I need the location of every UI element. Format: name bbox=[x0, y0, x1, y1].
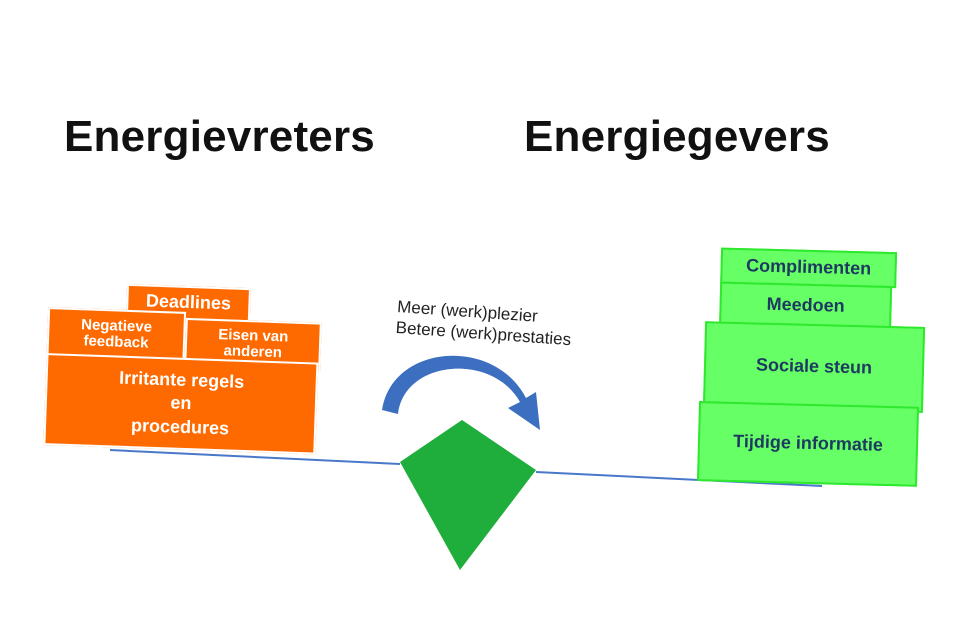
box-timely-info: Tijdige informatie bbox=[697, 401, 920, 487]
givers-stack: Complimenten Meedoen Sociale steun Tijdi… bbox=[691, 245, 933, 491]
beam-right bbox=[535, 471, 823, 487]
box-social-support: Sociale steun bbox=[702, 321, 926, 413]
fulcrum-diamond bbox=[400, 420, 536, 570]
curved-arrow-icon bbox=[382, 355, 540, 430]
beam-left bbox=[109, 449, 401, 465]
heading-energy-givers: Energiegevers bbox=[524, 112, 830, 161]
heading-energy-drainers: Energievreters bbox=[64, 112, 375, 161]
